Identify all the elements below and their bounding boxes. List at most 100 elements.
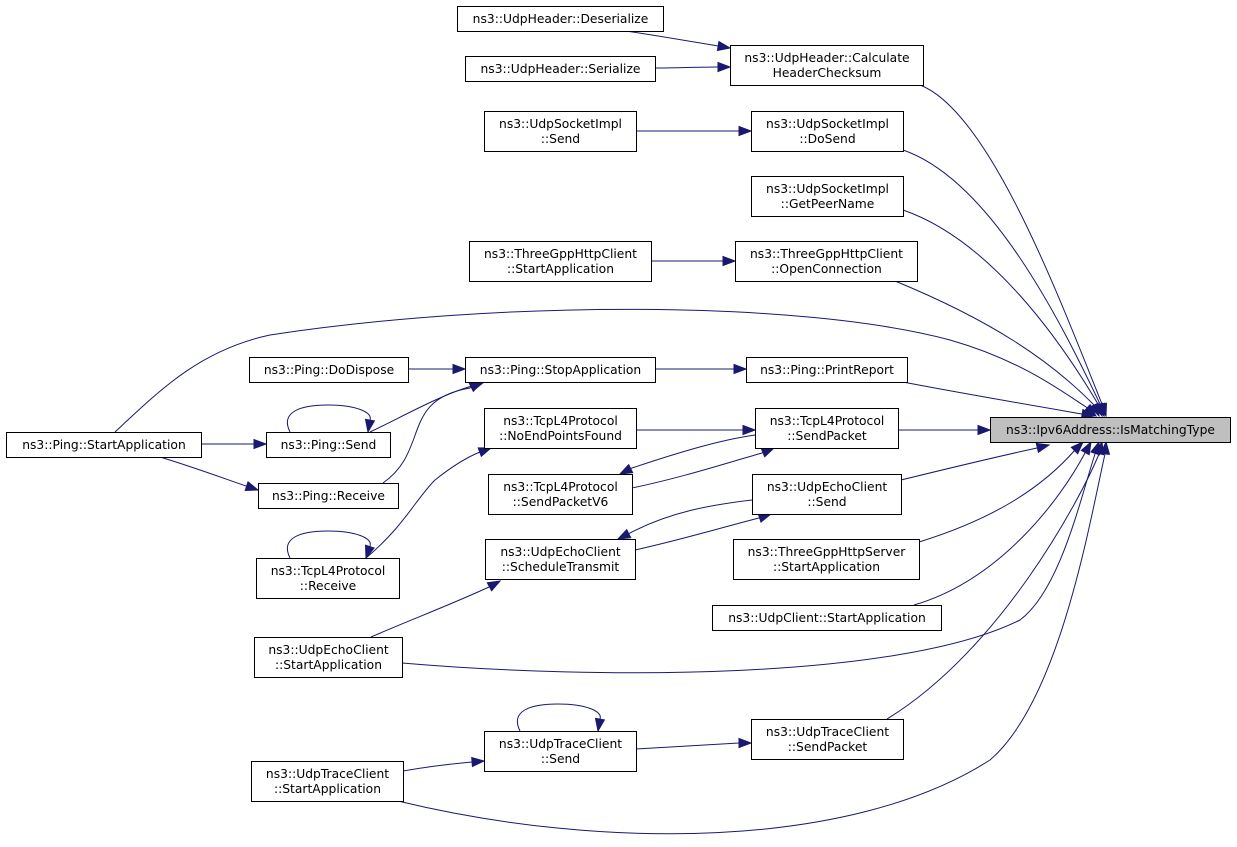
node-label: ns3::UdpEchoClient [500, 545, 621, 559]
node-label: ns3::ThreeGppHttpClient [750, 247, 903, 261]
node-box [254, 637, 403, 678]
edge-udpClientStart-to-root [913, 440, 1092, 606]
edge-tcpNoEnd-to-tcpSendPacket [636, 424, 757, 436]
node-label: ns3::Ping::DoDispose [264, 363, 394, 377]
node-label: ::ScheduleTransmit [502, 560, 620, 574]
node-label: ns3::UdpEchoClient [767, 480, 888, 494]
node-box [258, 483, 399, 509]
node-label: ::DoSend [799, 132, 855, 146]
edge-arrowhead [1035, 442, 1051, 454]
edge-line [370, 586, 490, 638]
edge-arrowhead [364, 544, 375, 560]
node-udpHdrDeser[interactable]: ns3::UdpHeader::Deserialize [457, 6, 664, 32]
edge-tcpSendV6-to-tcpSendPacket [631, 447, 776, 489]
edge-echoSend-to-root [900, 442, 1051, 481]
node-httpClientOpen[interactable]: ns3::ThreeGppHttpClient::OpenConnection [735, 241, 918, 282]
node-label: ns3::UdpHeader::Calculate [744, 51, 909, 65]
edge-line [402, 761, 473, 772]
node-echoSched[interactable]: ns3::UdpEchoClient::ScheduleTransmit [485, 539, 636, 580]
node-label: ns3::Ping::Receive [272, 489, 385, 503]
node-label: ns3::Ping::StopApplication [480, 363, 641, 377]
node-echoSend[interactable]: ns3::UdpEchoClient::Send [752, 474, 902, 515]
node-label: ns3::ThreeGppHttpClient [484, 247, 637, 261]
edge-udpSockDoSend-to-root [902, 149, 1106, 418]
node-box [712, 605, 942, 631]
node-udpSockDoSend[interactable]: ns3::UdpSocketImpl::DoSend [751, 111, 904, 152]
edge-arrowhead [722, 255, 737, 267]
edge-echoSend-to-echoSched [616, 499, 753, 540]
node-label: ns3::UdpHeader::Serialize [481, 62, 641, 76]
node-udpClientStart[interactable]: ns3::UdpClient::StartApplication [712, 605, 942, 631]
node-box [752, 474, 902, 515]
edge-arrowhead [717, 61, 732, 73]
node-pingStart[interactable]: ns3::Ping::StartApplication [6, 432, 202, 458]
node-label: ns3::UdpHeader::Deserialize [473, 12, 649, 26]
node-label: ::StartApplication [274, 782, 381, 796]
edge-pingSend-to-pingSend [287, 404, 376, 434]
node-label: ns3::TcpL4Protocol [271, 564, 386, 578]
edge-arrowhead [716, 40, 732, 52]
edge-line [919, 84, 1103, 405]
edge-line [631, 452, 763, 489]
edge-arrowhead [618, 463, 634, 475]
node-label: ns3::TcpL4Protocol [503, 414, 618, 428]
node-traceSend[interactable]: ns3::UdpTraceClient::Send [484, 731, 637, 772]
node-pingStop[interactable]: ns3::Ping::StopApplication [465, 357, 656, 383]
node-traceStart[interactable]: ns3::UdpTraceClient::StartApplication [251, 761, 404, 802]
node-root[interactable]: ns3::Ipv6Address::IsMatchingType [990, 417, 1231, 443]
node-label: ns3::UdpSocketImpl [766, 117, 889, 131]
node-label: ns3::Ping::StartApplication [22, 438, 186, 452]
node-pingSend[interactable]: ns3::Ping::Send [266, 432, 391, 458]
node-httpServerStart[interactable]: ns3::ThreeGppHttpServer::StartApplicatio… [733, 539, 920, 580]
edge-arrowhead [452, 363, 467, 375]
edge-traceSend-to-traceSendPacket [635, 737, 753, 750]
node-box [484, 111, 637, 152]
node-label: ::SendPacket [787, 429, 867, 443]
edge-pingStop-to-pingReport [655, 363, 748, 375]
node-pingReceive[interactable]: ns3::Ping::Receive [258, 483, 399, 509]
node-pingReport[interactable]: ns3::Ping::PrintReport [746, 357, 908, 383]
edge-traceStart-to-root [397, 440, 1111, 835]
edge-line [369, 385, 473, 433]
edge-udpHdrDeser-to-udpHdrCalc [625, 30, 732, 52]
node-label: ns3::TcpL4Protocol [503, 480, 618, 494]
node-label: ::Send [541, 752, 580, 766]
edge-arrowhead [1099, 440, 1111, 455]
node-box [457, 6, 664, 32]
edge-line [629, 499, 753, 534]
node-udpHdrSer[interactable]: ns3::UdpHeader::Serialize [465, 56, 656, 82]
node-echoStart[interactable]: ns3::UdpEchoClient::StartApplication [254, 637, 403, 678]
node-label: ::Send [807, 495, 846, 509]
node-label: ::SendPacket [788, 740, 868, 754]
node-tcpReceive[interactable]: ns3::TcpL4Protocol::Receive [256, 558, 400, 599]
node-box [735, 241, 918, 282]
edge-httpClientStart-to-httpClientOpen [651, 255, 737, 267]
node-box [755, 408, 899, 449]
node-tcpNoEnd[interactable]: ns3::TcpL4Protocol::NoEndPointsFound [484, 408, 637, 449]
node-label: ::Receive [300, 579, 356, 593]
edge-arrowhead [471, 756, 486, 768]
node-httpClientStart[interactable]: ns3::ThreeGppHttpClient::StartApplicatio… [469, 241, 652, 282]
node-label: ns3::UdpTraceClient [499, 737, 622, 751]
edge-udpHdrCalc-to-root [919, 84, 1108, 418]
node-box [465, 357, 656, 383]
node-tcpSendPacket[interactable]: ns3::TcpL4Protocol::SendPacket [755, 408, 899, 449]
edge-line [634, 517, 760, 551]
node-tcpSendV6[interactable]: ns3::TcpL4Protocol::SendPacketV6 [488, 474, 633, 515]
edge-pingReport-to-root [902, 381, 1096, 420]
node-pingDispose[interactable]: ns3::Ping::DoDispose [249, 357, 409, 383]
node-label: HeaderChecksum [773, 66, 882, 80]
edge-line [913, 452, 1086, 606]
edges-layer [114, 30, 1111, 835]
edge-line [635, 742, 740, 750]
node-udpSockPeer[interactable]: ns3::UdpSocketImpl::GetPeerName [751, 176, 904, 217]
node-traceSendPacket[interactable]: ns3::UdpTraceClient::SendPacket [751, 719, 904, 760]
node-box [730, 45, 924, 86]
node-label: ::GetPeerName [781, 197, 875, 211]
edge-arrowhead [594, 717, 606, 733]
edge-arrowhead [244, 481, 260, 492]
node-udpSockSend[interactable]: ns3::UdpSocketImpl::Send [484, 111, 637, 152]
edge-arrowhead [742, 424, 757, 436]
node-label: ::NoEndPointsFound [499, 429, 622, 443]
